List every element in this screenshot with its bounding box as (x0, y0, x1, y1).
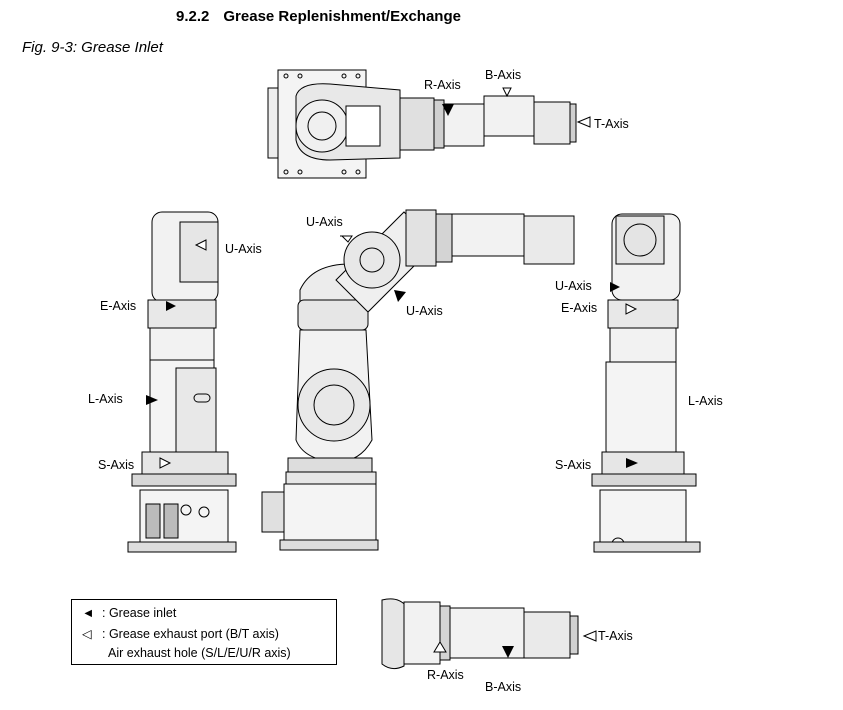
left-view-robot (127, 211, 237, 553)
grease-inlet-marker-u-center-lower (394, 290, 406, 302)
air-exhaust-marker-u-center-upper (340, 235, 353, 243)
exhaust-marker-t-top (576, 116, 591, 128)
air-exhaust-marker-e-right (625, 303, 638, 315)
legend-row-exhaust: ◁ : Grease exhaust port (B/T axis) (82, 626, 279, 641)
legend-row-air: Air exhaust hole (S/L/E/U/R axis) (108, 646, 291, 660)
section-number: 9.2.2 (176, 8, 210, 25)
b-axis-label-top: B-Axis (485, 68, 521, 82)
t-axis-label-bottom: T-Axis (598, 629, 633, 643)
r-axis-label-top: R-Axis (424, 78, 461, 92)
section-heading: 9.2.2 Grease Replenishment/Exchange (176, 8, 461, 25)
right-view-robot (591, 213, 701, 553)
l-axis-label-right: L-Axis (688, 394, 723, 408)
legend-inlet-text: : Grease inlet (102, 606, 177, 620)
s-axis-label-right: S-Axis (555, 458, 591, 472)
legend-air-text: Air exhaust hole (S/L/E/U/R axis) (108, 646, 291, 660)
grease-inlet-marker-b-bottom (502, 646, 514, 658)
exhaust-marker-b-top (502, 87, 512, 98)
b-axis-label-bottom: B-Axis (485, 680, 521, 694)
e-axis-label-left: E-Axis (100, 299, 136, 313)
top-view-robot (267, 69, 577, 179)
grease-inlet-marker-l-left (146, 395, 158, 405)
exhaust-marker-r-bottom (433, 641, 447, 653)
legend-row-inlet: ◄ : Grease inlet (82, 606, 176, 620)
u-axis-label-left: U-Axis (225, 242, 262, 256)
t-axis-label-top: T-Axis (594, 117, 629, 131)
grease-inlet-legend-icon: ◄ (82, 606, 95, 620)
s-axis-label-left: S-Axis (98, 458, 134, 472)
bottom-view-wrist (381, 598, 579, 670)
air-exhaust-marker-s-left (159, 457, 172, 469)
r-axis-label-bottom: R-Axis (427, 668, 464, 682)
grease-inlet-marker-r-top (442, 104, 454, 116)
l-axis-label-left: L-Axis (88, 392, 123, 406)
section-title: Grease Replenishment/Exchange (223, 8, 461, 25)
grease-inlet-marker-s-right (626, 458, 638, 468)
u-axis-label-right: U-Axis (555, 279, 592, 293)
air-exhaust-marker-u-left (194, 239, 207, 251)
exhaust-marker-t-bottom (582, 630, 597, 642)
u-axis-label-center-upper: U-Axis (306, 215, 343, 229)
u-axis-label-center-lower: U-Axis (406, 304, 443, 318)
grease-inlet-marker-e-left (166, 301, 176, 311)
grease-exhaust-legend-icon: ◁ (82, 627, 92, 641)
grease-inlet-marker-u-right (610, 282, 620, 292)
figure-caption: Fig. 9-3: Grease Inlet (22, 39, 163, 56)
center-view-robot (261, 209, 575, 551)
legend-exhaust-text: : Grease exhaust port (B/T axis) (102, 627, 279, 641)
e-axis-label-right: E-Axis (561, 301, 597, 315)
legend-box: ◄ : Grease inlet ◁ : Grease exhaust port (… (71, 599, 337, 665)
